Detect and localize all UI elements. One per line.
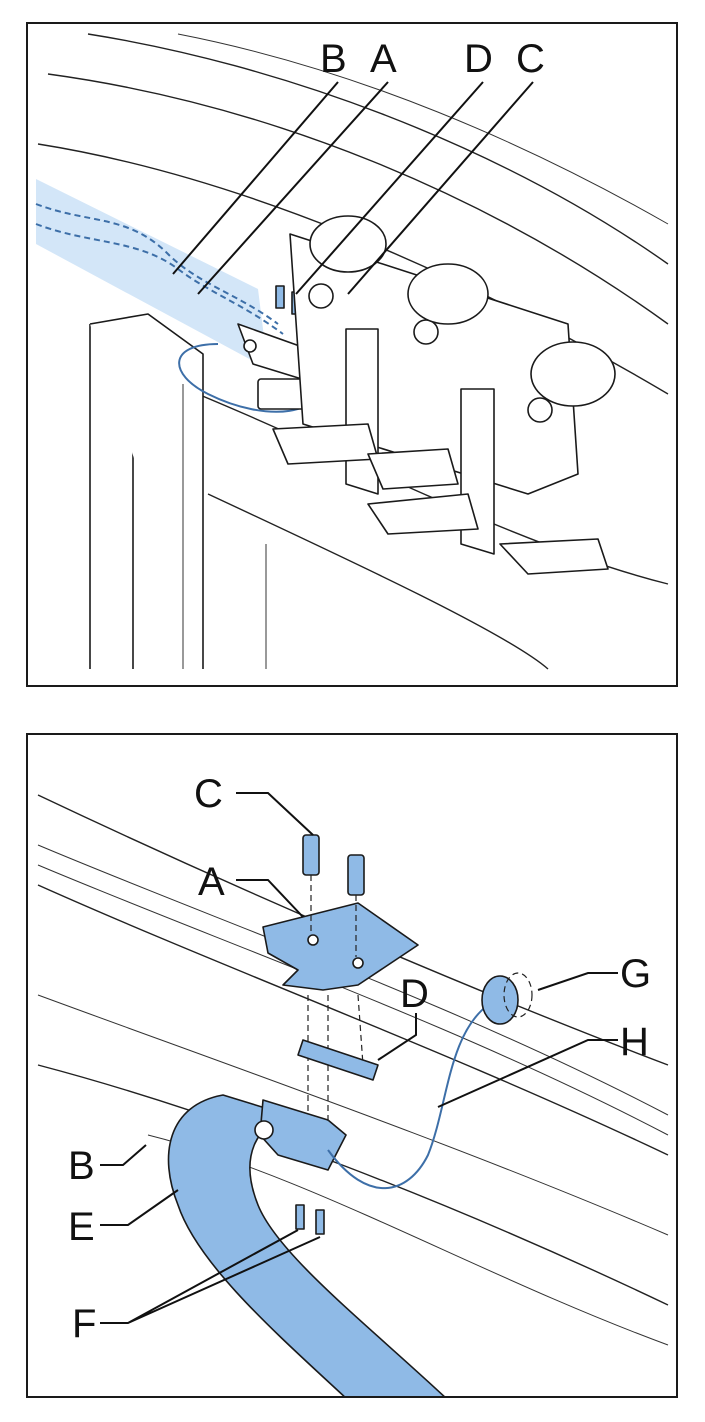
chain-end-bracket xyxy=(259,1099,347,1171)
label-b: B xyxy=(320,37,347,81)
leader-b xyxy=(100,1144,147,1166)
screw-c-2 xyxy=(347,854,365,896)
bracket-hole xyxy=(243,339,257,353)
plate-a xyxy=(262,902,419,991)
plate-hole-2 xyxy=(352,957,364,969)
bottom-illustration: C A D G H B E F xyxy=(37,772,669,1396)
label-a: A xyxy=(370,37,397,81)
track-line-6 xyxy=(37,1064,669,1306)
screw-b xyxy=(275,285,285,309)
roller-bolt-1 xyxy=(308,283,334,309)
label-b: B xyxy=(68,1144,95,1188)
foot-3 xyxy=(367,493,479,535)
roller-bolt-3 xyxy=(527,397,553,423)
leader-e xyxy=(100,1189,179,1226)
label-e: E xyxy=(68,1205,95,1249)
leader-h xyxy=(437,1039,618,1108)
plate-hole-1 xyxy=(307,934,319,946)
label-c: C xyxy=(516,37,545,81)
track-line-5 xyxy=(37,994,669,1236)
screw-f-1 xyxy=(295,1204,305,1230)
assembly-lines-c xyxy=(310,875,357,957)
track-line-4 xyxy=(37,884,669,1156)
label-d: D xyxy=(464,37,493,81)
door-profile-inner xyxy=(182,384,267,669)
bottom-detail-panel: C A D G H B E F xyxy=(26,733,678,1398)
leader-d xyxy=(377,1013,417,1061)
foot-4 xyxy=(499,538,609,575)
track-edge-2 xyxy=(47,73,669,325)
screw-c-1 xyxy=(302,834,320,876)
leader-g xyxy=(537,972,618,991)
track-edge-1 xyxy=(87,33,669,265)
foot-1 xyxy=(272,423,379,465)
label-g: G xyxy=(620,952,651,996)
grommet-g-outline xyxy=(503,972,533,1018)
cable-chain-e xyxy=(167,1094,445,1396)
top-detail-panel: B A D C xyxy=(26,22,678,687)
frame-curve xyxy=(207,493,549,670)
leader-a xyxy=(197,81,389,295)
roller-2 xyxy=(407,263,489,325)
label-h: H xyxy=(620,1020,649,1064)
track-edge-4 xyxy=(177,33,669,225)
cable-hidden xyxy=(35,203,279,325)
leader-c xyxy=(236,792,314,836)
roller-bolt-2 xyxy=(413,319,439,345)
slot-d xyxy=(297,1039,379,1081)
label-c: C xyxy=(194,772,223,816)
door-profile-side xyxy=(89,313,204,669)
track-line-3 xyxy=(37,864,669,1136)
leader-b xyxy=(172,81,339,275)
leader-f xyxy=(100,1229,321,1324)
foot-2 xyxy=(367,448,459,490)
leader-d xyxy=(295,81,484,295)
chain-end-hole xyxy=(254,1120,274,1140)
top-illustration: B A D C xyxy=(35,33,669,670)
screw-f-2 xyxy=(315,1209,325,1235)
grommet-g xyxy=(481,975,519,1025)
label-d: D xyxy=(400,972,429,1016)
roller-3 xyxy=(530,341,616,407)
leader-a xyxy=(236,879,304,918)
sensor-cable-h xyxy=(327,1004,489,1190)
label-a: A xyxy=(198,860,225,904)
label-f: F xyxy=(72,1302,96,1346)
cable-chain-band xyxy=(36,179,268,369)
hanger-1 xyxy=(345,328,379,495)
leader-c xyxy=(347,81,534,295)
